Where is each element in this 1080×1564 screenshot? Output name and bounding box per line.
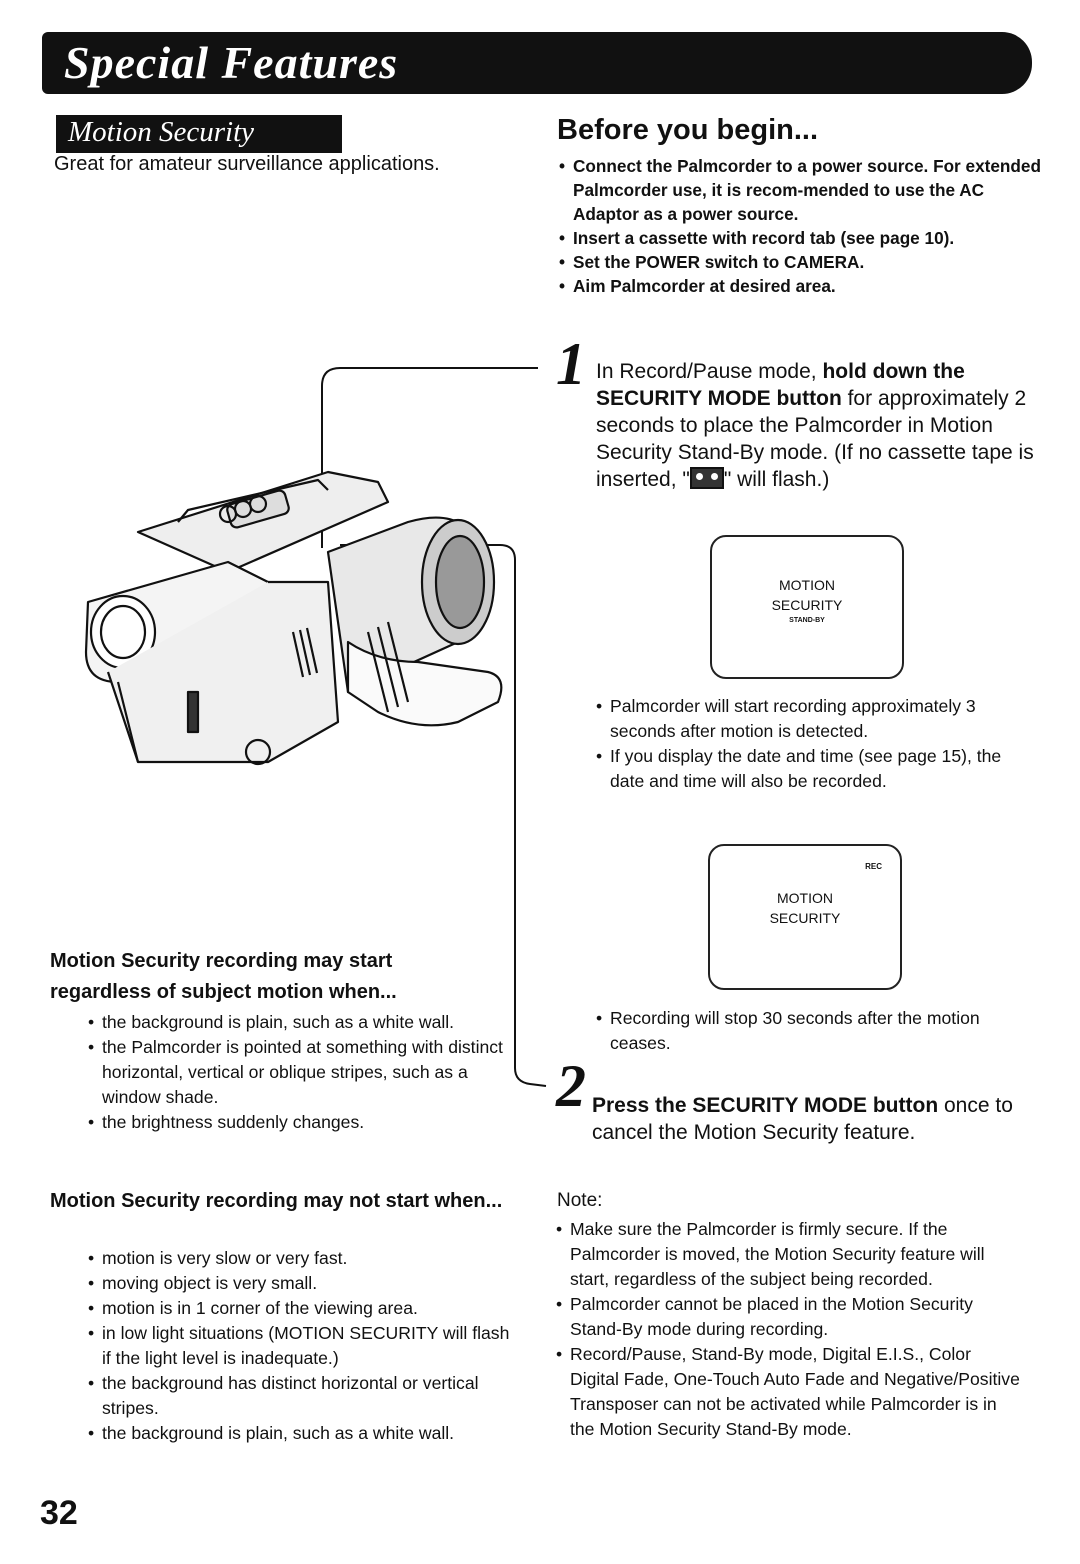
may-not-start-heading: Motion Security recording may not start … — [50, 1190, 503, 1212]
list-item: motion is very slow or very fast. — [86, 1246, 516, 1271]
list-item: Insert a cassette with record tab (see p… — [557, 226, 1042, 250]
list-item: motion is in 1 corner of the viewing are… — [86, 1296, 516, 1321]
may-not-start-list: motion is very slow or very fast. moving… — [86, 1246, 516, 1446]
section-intro: Great for amateur surveillance applicati… — [54, 153, 440, 175]
note-label: Note: — [557, 1190, 603, 1211]
rec-indicator: REC — [865, 862, 882, 871]
before-title: Before you begin... — [557, 114, 819, 146]
list-item: Connect the Palmcorder to a power source… — [557, 154, 1042, 226]
display-recording: REC MOTION SECURITY — [708, 844, 902, 990]
display-line: MOTION — [779, 577, 835, 593]
step-2-number: 2 — [556, 1053, 586, 1119]
header-banner — [42, 32, 1032, 94]
may-start-heading: Motion Security recording may start rega… — [50, 950, 397, 1003]
list-item: Palmcorder cannot be placed in the Motio… — [554, 1292, 1024, 1342]
list-item: the brightness suddenly changes. — [86, 1110, 506, 1135]
note-list: Make sure the Palmcorder is firmly secur… — [554, 1217, 1024, 1442]
list-item: Recording will stop 30 seconds after the… — [594, 1006, 1014, 1056]
list-item: If you display the date and time (see pa… — [594, 744, 1014, 794]
list-item: the background is plain, such as a white… — [86, 1421, 516, 1446]
stop-note: Recording will stop 30 seconds after the… — [594, 1006, 1014, 1056]
page-title: Special Features — [64, 37, 399, 88]
before-list: Connect the Palmcorder to a power source… — [557, 154, 1042, 298]
may-start-list: the background is plain, such as a white… — [86, 1010, 506, 1135]
display-standby: MOTION SECURITY STAND-BY — [710, 535, 904, 679]
list-item: Aim Palmcorder at desired area. — [557, 274, 1042, 298]
step-1-number: 1 — [556, 331, 586, 397]
list-item: Set the POWER switch to CAMERA. — [557, 250, 1042, 274]
list-item: the background has distinct horizontal o… — [86, 1371, 516, 1421]
step-1-text: In Record/Pause mode, hold down the SECU… — [596, 360, 1034, 491]
list-item: the Palmcorder is pointed at something w… — [86, 1035, 506, 1110]
list-item: Make sure the Palmcorder is firmly secur… — [554, 1217, 1024, 1292]
display-line: STAND-BY — [789, 617, 825, 624]
list-item: Record/Pause, Stand-By mode, Digital E.I… — [554, 1342, 1024, 1442]
cassette-icon — [689, 467, 724, 489]
display-line: MOTION — [777, 890, 833, 906]
step-2-text: Press the SECURITY MODE button once to c… — [592, 1094, 1013, 1144]
list-item: Palmcorder will start recording approxim… — [594, 694, 1014, 744]
section-title: Motion Security — [68, 116, 255, 148]
display-line: SECURITY — [771, 597, 843, 613]
list-item: in low light situations (MOTION SECURITY… — [86, 1321, 516, 1371]
page-number: 32 — [40, 1494, 78, 1532]
list-item: the background is plain, such as a white… — [86, 1010, 506, 1035]
list-item: moving object is very small. — [86, 1271, 516, 1296]
camcorder-illustration — [84, 470, 503, 766]
display-line: SECURITY — [769, 910, 841, 926]
section-title-box: Motion Security — [56, 115, 342, 153]
step-1-notes: Palmcorder will start recording approxim… — [594, 694, 1014, 794]
